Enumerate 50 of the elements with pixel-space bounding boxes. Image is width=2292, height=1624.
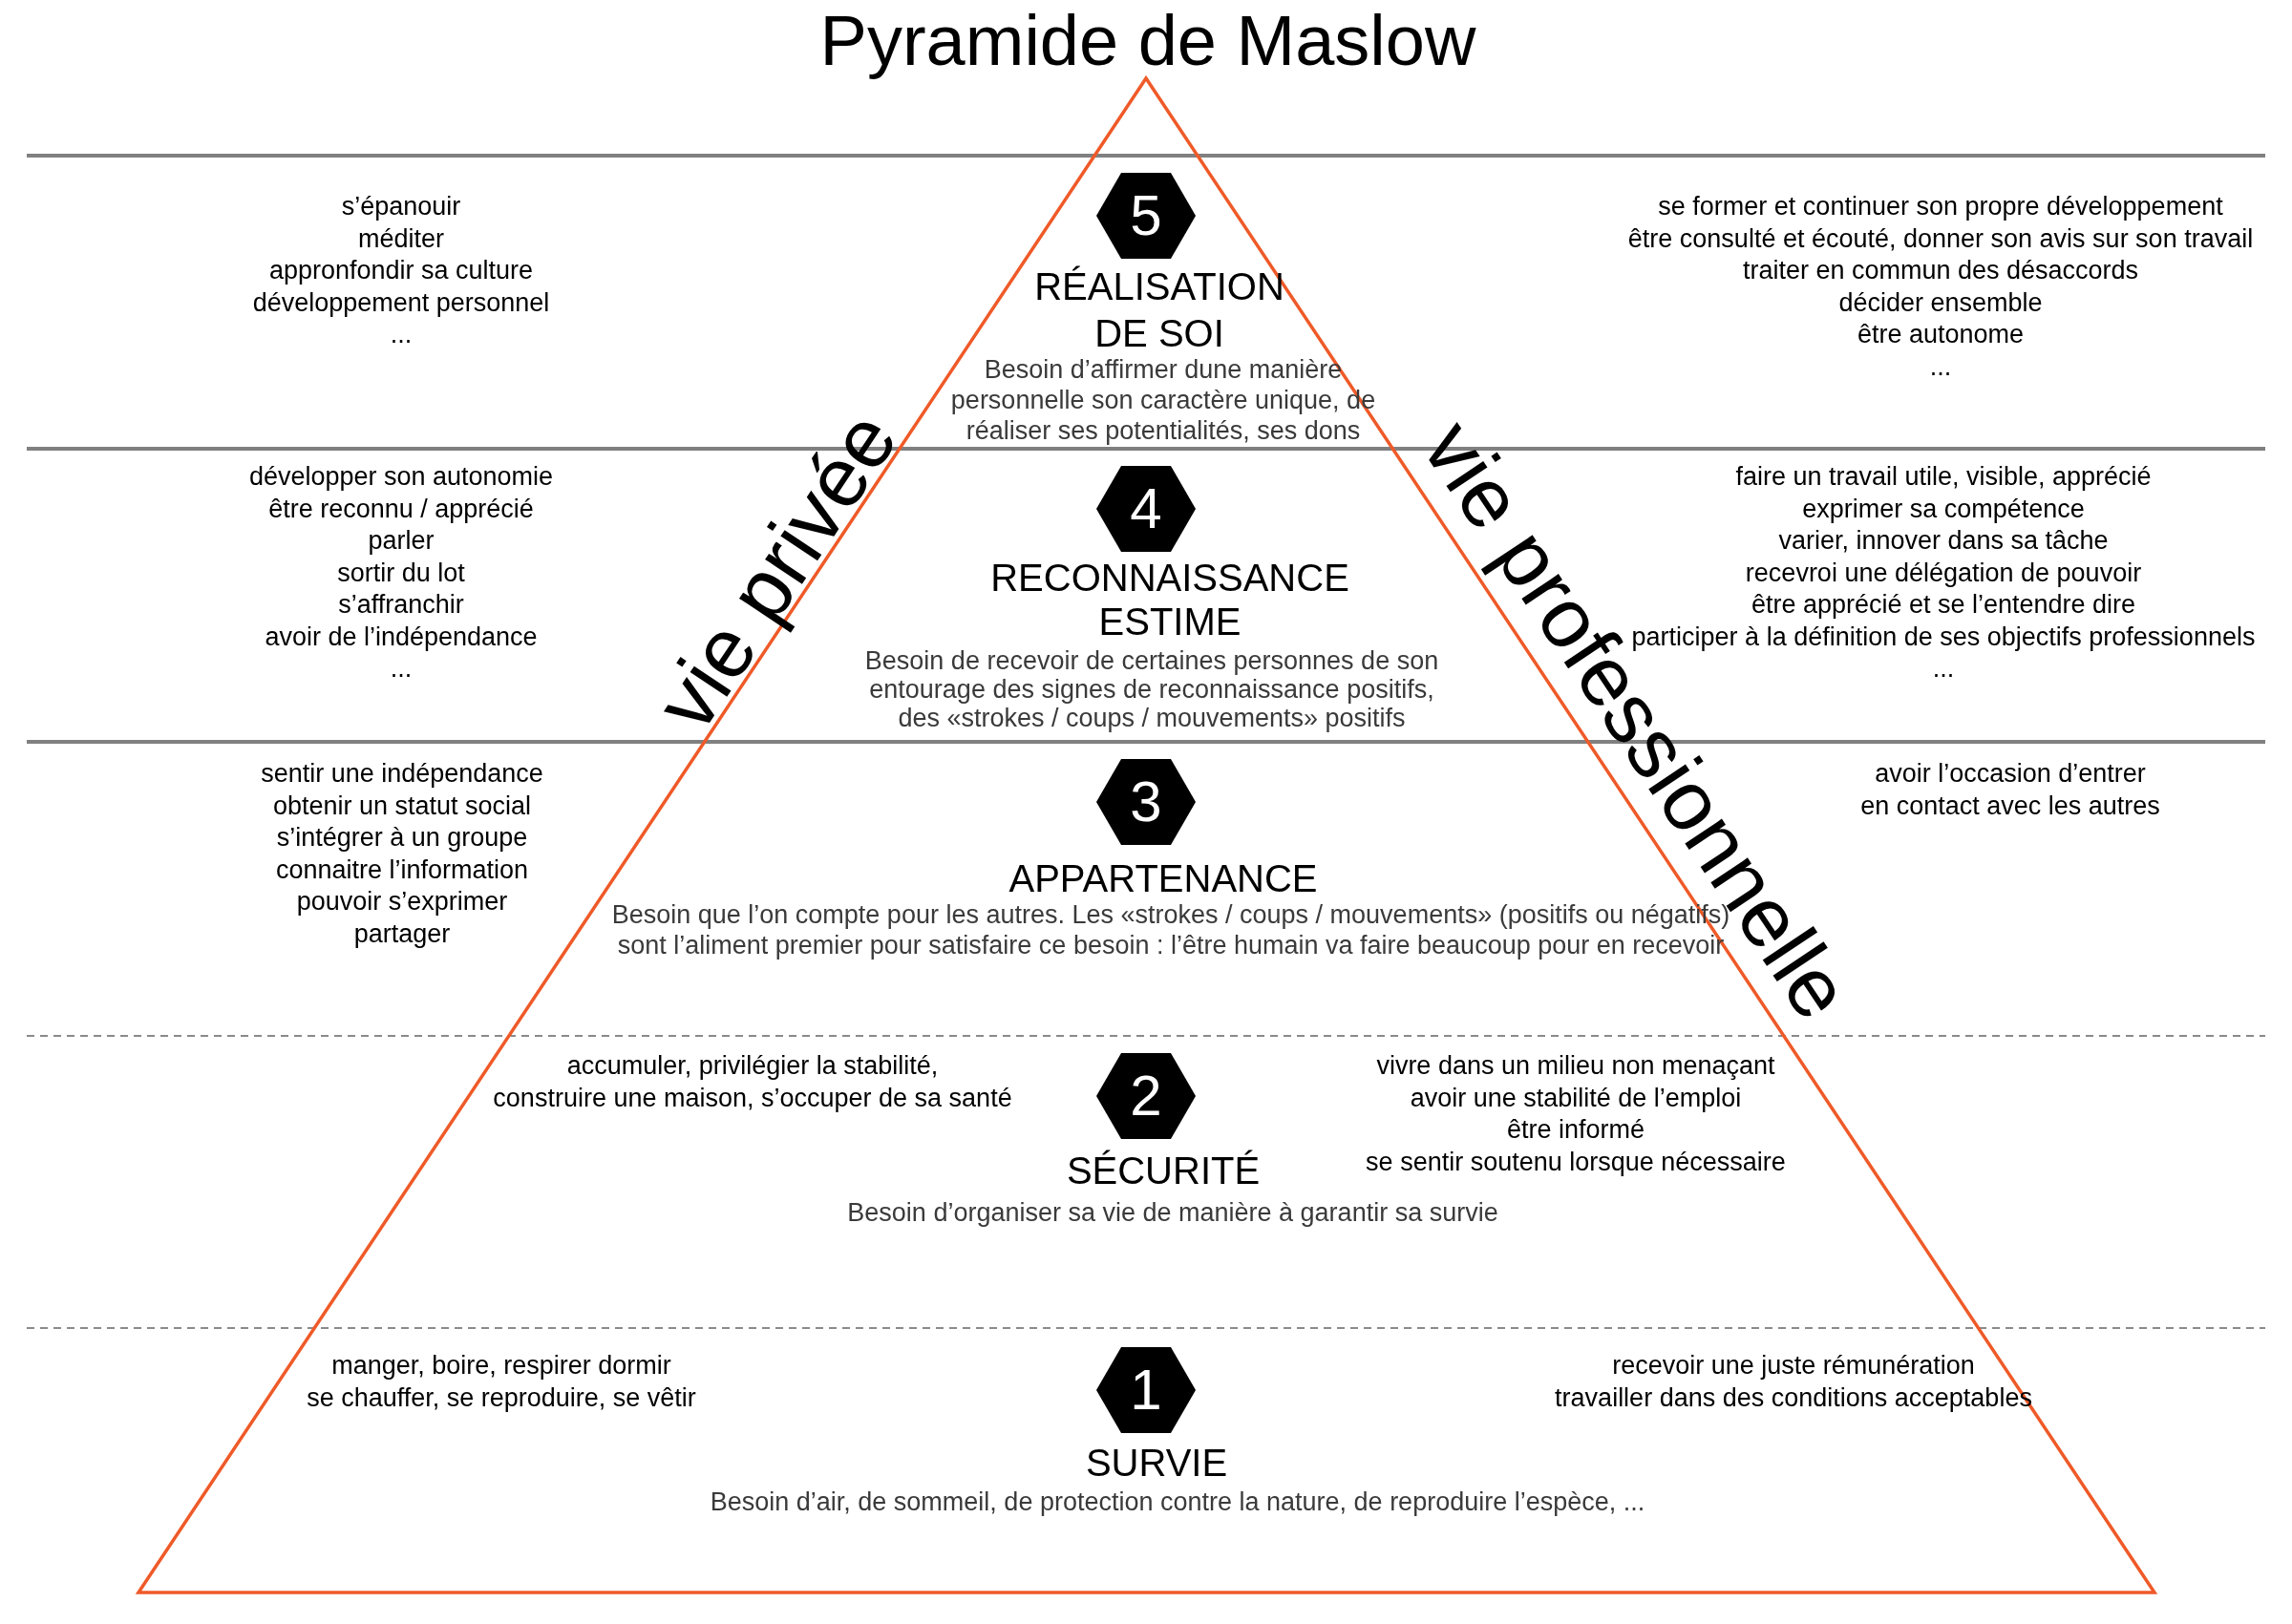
level-number-hexagon: 5: [1096, 173, 1196, 259]
need-example: ...: [1932, 653, 1955, 685]
level-description: Besoin d’organiser sa vie de manière à garantir sa survie: [847, 1197, 1498, 1228]
need-example: sentir une indépendance: [261, 758, 543, 791]
need-example: avoir de l’indépendance: [265, 621, 538, 653]
need-example: ...: [390, 319, 413, 351]
level-title: RECONNAISSANCE ESTIME: [989, 556, 1350, 643]
need-example: s’intégrer à un groupe: [276, 822, 528, 854]
need-example: se former et continuer son propre développement: [1658, 191, 2223, 223]
level-title: SÉCURITÉ: [1066, 1148, 1261, 1193]
need-example: appronfondir sa culture: [268, 255, 534, 287]
need-example: développement personnel: [252, 286, 550, 319]
need-example: faire un travail utile, visible, apprécié: [1735, 461, 2152, 494]
level-description: Besoin d’air, de sommeil, de protection contre la nature, de reproduire l’espèce, ...: [710, 1487, 1645, 1517]
need-example: connaitre l’information: [275, 854, 529, 886]
need-example: s’affranchir: [338, 589, 464, 622]
need-example: accumuler, privilégier la stabilité,: [566, 1050, 939, 1083]
need-example: obtenir un statut social: [272, 790, 532, 822]
level-number-hexagon: 1: [1096, 1347, 1196, 1433]
need-example: manger, boire, respirer dormir: [331, 1350, 671, 1382]
need-example: être informé: [1506, 1114, 1645, 1147]
level-number-hexagon: 2: [1096, 1053, 1196, 1139]
need-example: se sentir soutenu lorsque nécessaire: [1366, 1146, 1786, 1178]
need-example: traiter en commun des désaccords: [1742, 255, 2139, 287]
need-example: sortir du lot: [337, 557, 465, 589]
need-example: pouvoir s’exprimer: [296, 886, 508, 918]
level-title: APPARTENANCE: [1008, 855, 1318, 901]
need-example: parler: [368, 525, 435, 558]
need-example: ...: [390, 653, 413, 685]
need-example: ...: [1929, 350, 1952, 383]
need-example: recevoir une juste rémunération: [1612, 1350, 1975, 1382]
need-example: méditer: [358, 222, 444, 255]
level-number-hexagon: 3: [1096, 759, 1196, 845]
need-example: développer son autonomie: [248, 461, 554, 494]
level-title: SURVIE: [1085, 1440, 1228, 1486]
need-example: exprimer sa compétence: [1802, 493, 2085, 525]
level-description: Besoin de recevoir de certaines personnes de son entourage des signes de reconnaissance positifs, des «strokes / coups / mouvements» positifs: [863, 646, 1440, 732]
need-example: avoir l’occasion d’entrer en contact avec les autres: [1859, 758, 2161, 822]
need-example: se chauffer, se reproduire, se vêtir: [307, 1381, 696, 1414]
need-example: être reconnu / apprécié: [268, 493, 534, 525]
need-example: s’épanouir: [341, 191, 461, 223]
need-example: partager: [353, 917, 451, 950]
need-example: vivre dans un milieu non menaçant: [1376, 1050, 1775, 1083]
need-example: construire une maison, s’occuper de sa santé: [493, 1082, 1012, 1114]
need-example: avoir une stabilité de l’emploi: [1410, 1082, 1742, 1114]
level-number-hexagon: 4: [1096, 466, 1196, 552]
level-title: RÉALISATION DE SOI: [1033, 264, 1285, 356]
need-example: être consulté et écouté, donner son avis sur son travail: [1627, 222, 2254, 255]
need-example: être autonome: [1857, 319, 2025, 351]
need-example: décider ensemble: [1838, 286, 2043, 319]
